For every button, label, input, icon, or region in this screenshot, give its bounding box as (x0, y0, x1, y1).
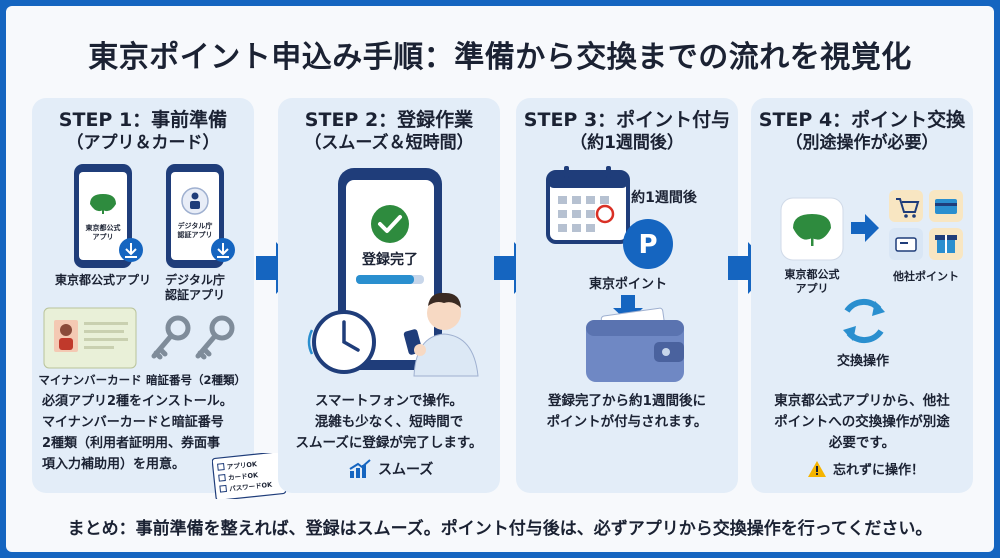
smooth-badge: スムーズ (348, 459, 433, 479)
step-4-card: STEP 4：ポイント交換 （別途操作が必要） 東京都公式 アプリ (751, 98, 973, 493)
step-3-body: 登録完了から約1週間後に ポイントが付与されます。 (516, 391, 738, 433)
calendar-icon (546, 166, 630, 244)
step-2-body-line: スムーズに登録が完了します。 (295, 435, 483, 451)
step-2-body-line: スマートフォンで操作。 (314, 393, 464, 409)
step-4-body: 東京都公式アプリから、他社 ポイントへの交換操作が別途 必要です。 (751, 391, 973, 454)
step-1-body-line: 2種類（利用者証明用、券面事 (42, 436, 221, 451)
cart-icon (889, 190, 923, 222)
checklist-icon: アプリOK カードOK パスワードOK (212, 453, 287, 499)
step-4-body-line: 東京都公式アプリから、他社 (774, 393, 950, 409)
app-caption-line2: アプリ (796, 281, 829, 295)
point-symbol: P (638, 230, 657, 260)
ginkgo-icon (90, 194, 116, 214)
step-2-title: STEP 2：登録作業 (304, 109, 474, 131)
step-3-body-line: 登録完了から約1週間後に (548, 393, 706, 409)
page-title: 東京ポイント申込み手順：準備から交換までの流れを視覚化 (88, 40, 912, 75)
app1-screen-line2: アプリ (93, 232, 114, 241)
step-1-header: STEP 1：事前準備 （アプリ＆カード） (32, 108, 254, 154)
pin-caption: 暗証番号（2種類） (146, 373, 246, 387)
card-icon (929, 190, 963, 222)
app1-caption: 東京都公式アプリ (55, 272, 151, 287)
infographic-frame: 東京ポイント申込み手順：準備から交換までの流れを視覚化 STEP 1：事前準備 … (6, 6, 994, 552)
app2-screen-line1: デジタル庁 (178, 221, 213, 230)
step-1-title: STEP 1：事前準備 (58, 109, 228, 131)
step-3-body-line: ポイントが付与されます。 (546, 414, 708, 430)
gift-icon (929, 228, 963, 260)
step-1-body-line: 必須アプリ2種をインストール。 (42, 394, 233, 409)
point-label: 東京ポイント (589, 276, 667, 292)
step-3-card: STEP 3：ポイント付与 （約1週間後） 約1週間後 P (516, 98, 738, 493)
phone-icon: 東京都公式 アプリ (74, 164, 132, 268)
checklist-item: アプリOK (226, 459, 258, 471)
key-icon (195, 315, 235, 360)
app2-screen-line2: 認証アプリ (178, 230, 213, 239)
step-4-body-line: ポイントへの交換操作が別途 (774, 414, 950, 430)
step-3-illustration: 約1週間後 P 東京ポイント (546, 166, 698, 382)
smooth-badge-label: スムーズ (378, 462, 434, 478)
step-1-body: 必須アプリ2種をインストール。 マイナンバーカードと暗証番号 2種類（利用者証明… (42, 391, 233, 475)
check-icon (371, 205, 409, 243)
step-3-header: STEP 3：ポイント付与 （約1週間後） (516, 108, 738, 154)
step-2-body: スマートフォンで操作。 混雑も少なく、短時間で スムーズに登録が完了します。 (278, 391, 500, 454)
step-1-subtitle: （アプリ＆カード） (66, 133, 220, 153)
ginkgo-icon (780, 197, 844, 261)
step-4-body-line: 必要です。 (828, 435, 896, 451)
app-caption-line1: 東京都公式 (785, 267, 840, 281)
clock-icon (307, 310, 376, 374)
step-1-card: STEP 1：事前準備 （アプリ＆カード） 東京都公式 アプリ 東京都公式アプリ (32, 98, 287, 499)
id-card-icon (43, 307, 137, 369)
checklist-item: カードOK (228, 471, 260, 482)
screen-label: 登録完了 (361, 251, 418, 268)
step-1-illustration: 東京都公式 アプリ 東京都公式アプリ デジタル庁 認証アプリ (38, 164, 246, 387)
exchange-label: 交換操作 (837, 353, 889, 369)
progress-fill (356, 275, 414, 284)
app2-caption-line2: 認証アプリ (165, 287, 225, 302)
wallet-icon (586, 307, 684, 382)
person-icon (403, 292, 479, 377)
ticket-icon (889, 228, 923, 260)
download-icon (119, 238, 143, 262)
arrow-right-icon (851, 214, 879, 242)
app1-screen-line1: 東京都公式 (86, 223, 121, 232)
step-2-illustration: 登録完了 (307, 168, 479, 377)
step-1-body-line: マイナンバーカードと暗証番号 (42, 415, 224, 430)
step-2-subtitle: （スムーズ＆短時間） (304, 133, 474, 153)
key-icon (151, 315, 191, 360)
app2-caption-line1: デジタル庁 (165, 272, 225, 287)
summary-text: まとめ：事前準備を整えれば、登録はスムーズ。ポイント付与後は、必ずアプリから交換… (67, 519, 933, 539)
step-4-header: STEP 4：ポイント交換 （別途操作が必要） (751, 108, 973, 154)
step-2-body-line: 混雑も少なく、短時間で (314, 414, 464, 430)
card-caption: マイナンバーカード (38, 373, 141, 387)
step-3-title: STEP 3：ポイント付与 (523, 109, 731, 131)
step-4-title: STEP 4：ポイント交換 (758, 109, 966, 131)
chart-up-icon (349, 459, 371, 478)
point-coin-icon: P (623, 219, 673, 269)
step-4-subtitle: （別途操作が必要） (785, 133, 939, 153)
calendar-label: 約1週間後 (631, 189, 698, 206)
step-1-body-line: 項入力補助用）を用意。 (42, 457, 186, 472)
warning-text: 忘れずに操作！ (833, 463, 925, 478)
step-3-subtitle: （約1週間後） (570, 133, 684, 153)
warning-icon (808, 460, 826, 477)
phone-icon: デジタル庁 認証アプリ (166, 164, 224, 268)
step-2-card: STEP 2：登録作業 （スムーズ＆短時間） 登録完了 (278, 98, 500, 493)
warning-note: 忘れずに操作！ (807, 459, 924, 478)
partner-label: 他社ポイント (892, 269, 959, 283)
refresh-icon (843, 298, 885, 344)
step-4-illustration: 東京都公式 アプリ (780, 190, 963, 369)
arrow-right-icon (728, 242, 772, 294)
download-icon (211, 238, 235, 262)
step-2-header: STEP 2：登録作業 （スムーズ＆短時間） (278, 108, 500, 154)
arrow-down-icon (613, 295, 643, 322)
